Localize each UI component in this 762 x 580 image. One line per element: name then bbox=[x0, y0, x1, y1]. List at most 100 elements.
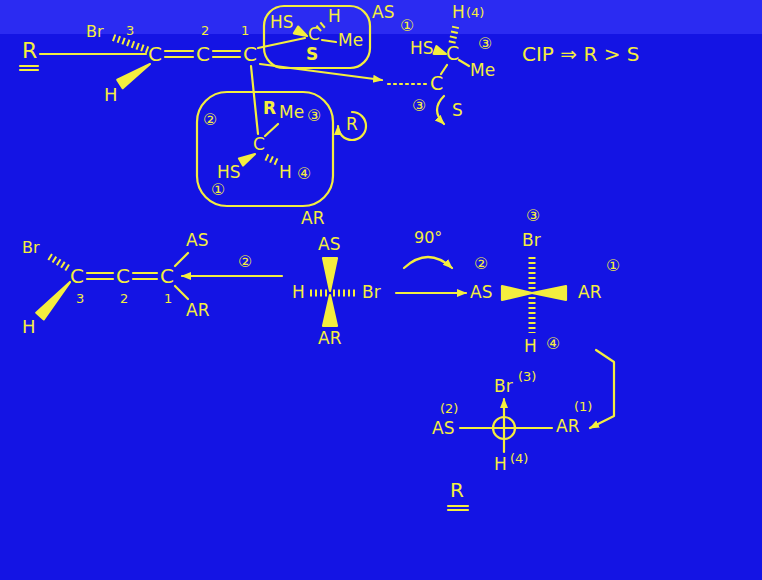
priority-number: (4) bbox=[510, 452, 528, 465]
atom-label: H bbox=[328, 8, 341, 25]
locant-number: 1 bbox=[164, 292, 172, 305]
stereocentre-loop: AR②RMe③CHS①H④ bbox=[195, 90, 335, 208]
wedge-bond bbox=[434, 46, 446, 54]
double-bond bbox=[87, 272, 113, 274]
bond bbox=[441, 65, 447, 74]
double-bond bbox=[213, 56, 240, 58]
note-text: CIP ⇒ R > S bbox=[522, 44, 639, 64]
atom-label: H bbox=[22, 318, 36, 336]
priority-number: ① bbox=[400, 18, 414, 34]
priority-number: ② bbox=[238, 254, 252, 270]
bond bbox=[175, 253, 188, 266]
atom-label: Br bbox=[362, 284, 381, 301]
atom-label: AS bbox=[432, 420, 454, 437]
double-bond bbox=[165, 56, 193, 58]
atom-label: AR bbox=[556, 418, 579, 435]
rotation-arrow bbox=[338, 112, 366, 140]
hash-bond bbox=[529, 297, 536, 333]
atom-label: AS bbox=[470, 284, 492, 301]
double-bond bbox=[133, 278, 157, 280]
hash-bond bbox=[308, 290, 327, 297]
descriptor-label: R bbox=[450, 480, 464, 500]
view-arrow bbox=[590, 350, 614, 428]
wedge-bond bbox=[532, 286, 566, 300]
descriptor-label: AR bbox=[301, 210, 324, 227]
atom-label: H bbox=[494, 456, 507, 473]
priority-number: (2) bbox=[440, 402, 458, 415]
wedge-bond bbox=[294, 27, 307, 36]
atom-label: AR bbox=[318, 330, 341, 347]
locant-number: 2 bbox=[120, 292, 128, 305]
bond bbox=[251, 66, 258, 134]
hash-bond bbox=[47, 255, 68, 268]
descriptor-label: R bbox=[346, 116, 358, 133]
atom-label: H bbox=[524, 338, 537, 355]
atom-label: C bbox=[243, 44, 257, 64]
atom-label: Br bbox=[86, 24, 104, 40]
bond bbox=[322, 40, 336, 42]
underline bbox=[20, 69, 38, 71]
wedge-bond bbox=[239, 154, 255, 166]
hash-bond bbox=[452, 25, 456, 43]
atom-label: C bbox=[446, 44, 459, 63]
priority-number: (1) bbox=[574, 400, 592, 413]
cross-line bbox=[503, 417, 505, 439]
underline bbox=[20, 65, 38, 67]
priority-number: ④ bbox=[297, 166, 311, 182]
note-text: 90° bbox=[414, 230, 442, 246]
atom-label: Me bbox=[338, 32, 363, 49]
wedge-bond bbox=[323, 295, 337, 326]
priority-number: ③ bbox=[307, 108, 321, 124]
priority-number: ③ bbox=[412, 98, 426, 114]
wedge-bond bbox=[502, 286, 532, 300]
stereocentre-loop: ASHSHCSMe bbox=[262, 4, 372, 70]
bond bbox=[515, 427, 552, 429]
hash-bond bbox=[333, 290, 358, 297]
bond bbox=[503, 439, 505, 452]
atom-label: HS bbox=[270, 14, 294, 31]
bond bbox=[459, 60, 469, 66]
priority-number: ③ bbox=[478, 36, 492, 52]
atom-label: AR bbox=[578, 284, 601, 301]
atom-label: C bbox=[430, 74, 443, 93]
loop-outline bbox=[197, 92, 333, 206]
descriptor-label: R bbox=[263, 100, 276, 117]
locant-number: 1 bbox=[241, 24, 249, 37]
wedge-bond bbox=[36, 282, 70, 319]
dotted-bond bbox=[388, 83, 426, 85]
underline bbox=[448, 505, 468, 507]
wedge-bond bbox=[117, 64, 150, 88]
atom-label: H bbox=[279, 164, 292, 181]
atom-label: C bbox=[160, 266, 174, 286]
priority-number: ② bbox=[203, 112, 217, 128]
atom-label: C bbox=[70, 266, 84, 286]
atom-label: Br bbox=[522, 232, 541, 249]
descriptor-label: R bbox=[22, 40, 37, 62]
atom-label: H bbox=[452, 4, 465, 21]
top-band bbox=[0, 0, 762, 34]
atom-label: C bbox=[308, 26, 320, 43]
reaction-arrow bbox=[396, 292, 466, 294]
atom-label: Br bbox=[22, 240, 40, 256]
priority-number: ① bbox=[606, 258, 620, 274]
priority-number: (4) bbox=[466, 6, 484, 19]
double-bond bbox=[87, 278, 113, 280]
atom-label: HS bbox=[410, 40, 434, 57]
bond bbox=[460, 427, 493, 429]
descriptor-label: S bbox=[306, 46, 318, 63]
atom-label: AS bbox=[186, 232, 208, 249]
wedge-bond bbox=[323, 258, 337, 291]
locant-number: 3 bbox=[76, 292, 84, 305]
priority-number: ③ bbox=[526, 208, 540, 224]
hash-bond bbox=[112, 37, 148, 50]
hash-bond bbox=[266, 157, 277, 162]
projection-circle bbox=[493, 417, 515, 439]
atom-label: AR bbox=[186, 302, 209, 319]
priority-number: (3) bbox=[518, 370, 536, 383]
hash-bond bbox=[529, 255, 536, 289]
view-arrow bbox=[182, 275, 282, 277]
atom-label: C bbox=[116, 266, 130, 286]
bond bbox=[175, 286, 188, 299]
atom-label: Br bbox=[494, 378, 513, 395]
